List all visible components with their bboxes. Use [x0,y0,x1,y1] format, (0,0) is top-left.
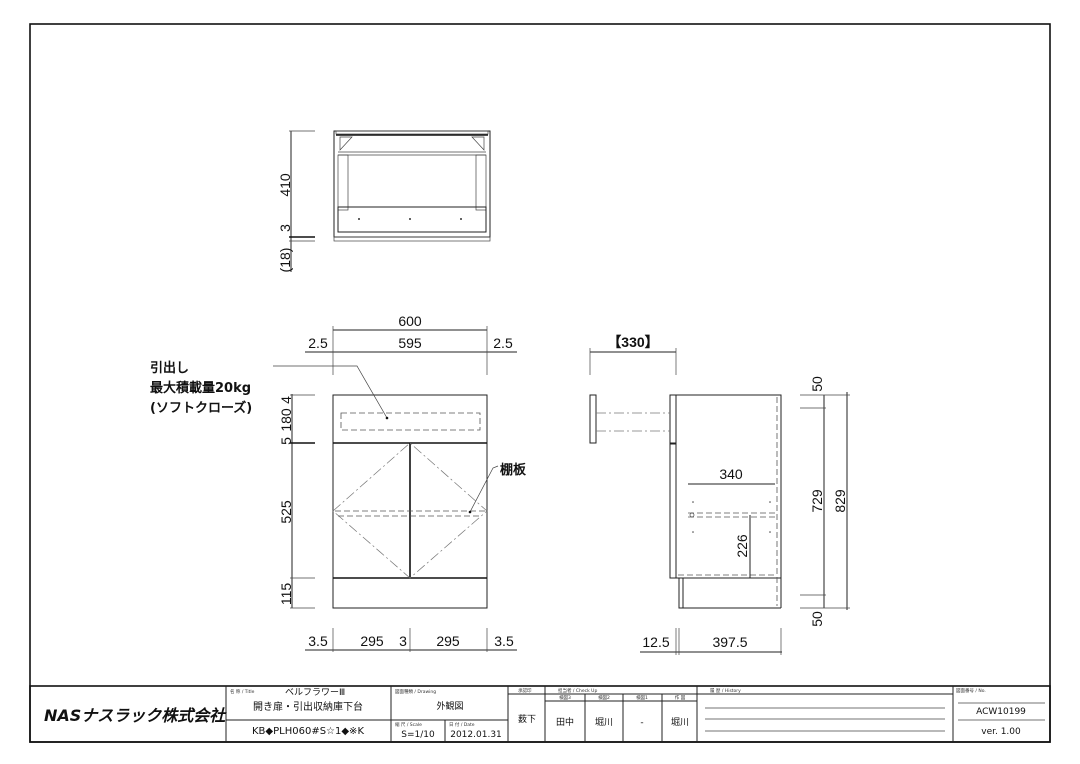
dim-bottom-295-left: 295 [360,633,384,649]
dim-226: 226 [734,534,750,558]
approval-label: 承認印 [518,687,532,694]
dim-bottom-50: 50 [809,611,825,627]
top-view: 410 3 (18) [277,130,491,273]
dim-bottom-3-5-right: 3.5 [494,633,514,649]
dim-bottom-3-5-left: 3.5 [308,633,328,649]
version: ver. 1.00 [981,727,1021,737]
note-drawer: 引出し [150,360,189,376]
drawing-type: 外観図 [436,700,463,712]
note-shelf: 棚板 [500,462,527,478]
dim-180: 180 [278,408,294,432]
dim-595: 595 [398,335,422,351]
top-dim-3: 3 [277,224,293,232]
checker-role-2: 検図2 [598,694,610,701]
number-label: 図面番号 / No. [956,687,986,694]
dim-bottom-3: 3 [399,633,407,649]
scale-label: 縮 尺 / Scale [395,721,422,728]
checker-name-1: 田中 [556,716,574,728]
dim-600: 600 [398,313,422,329]
checker-name-2: 堀川 [595,717,613,728]
dim-drawer-pull-330: 【330】 [607,334,658,350]
dim-115: 115 [278,583,294,606]
history-label: 履 歴 / History [710,688,741,694]
drawer-outline [340,412,481,431]
checker-name-4: 堀川 [671,717,689,728]
checkup-label: 担当者 / Check Up [558,687,597,694]
note-soft-close: (ソフトクローズ) [150,400,252,416]
dim-397-5: 397.5 [712,634,747,650]
dim-12-5: 12.5 [642,634,669,650]
dim-340: 340 [719,466,743,482]
dim-525: 525 [278,500,294,524]
dim-729: 729 [809,489,825,513]
dim-829: 829 [832,489,848,513]
drawing-label: 図面種類 / Drawing [395,688,436,695]
drawing-number: ACW10199 [976,707,1026,717]
front-view: 600 595 2.5 2.5 4 180 5 525 115 3.5 295 … [150,313,527,652]
dim-top-50: 50 [809,376,825,392]
date-value: 2012.01.31 [450,730,502,740]
title-label: 名 称 / Title [230,688,255,695]
checker-name-3: - [640,718,643,728]
note-max-load: 最大積載量20kg [150,380,251,396]
checker-role-3: 検図1 [636,694,648,701]
dim-left-2-5: 2.5 [308,335,328,351]
door-swing-lines [332,442,488,579]
model-number: KB◆PLH060#S☆1◆※K [252,726,364,737]
dim-right-2-5: 2.5 [493,335,513,351]
top-dim-18: (18) [277,248,293,273]
dim-4: 4 [278,396,294,404]
checker-role-1: 検図3 [559,694,571,701]
product-name: 開き扉・引出収納庫下台 [253,700,363,713]
title-block: NASナスラック株式会社 名 称 / Title ベルフラワーⅢ 開き扉・引出収… [29,685,1051,743]
dim-5: 5 [278,437,294,445]
series-name: ベルフラワーⅢ [285,687,345,698]
dim-bottom-295-right: 295 [436,633,460,649]
checker-role-4: 作 図 [675,694,686,701]
date-label: 日 付 / Date [449,721,475,728]
company-logo: NASナスラック株式会社 [44,706,227,725]
side-view: 【330】 340 226 50 729 829 50 12.5 397.5 [589,334,850,655]
top-dim-410: 410 [277,173,293,197]
scale-value: S=1/10 [401,730,435,740]
approval-value: 薮下 [518,713,536,725]
